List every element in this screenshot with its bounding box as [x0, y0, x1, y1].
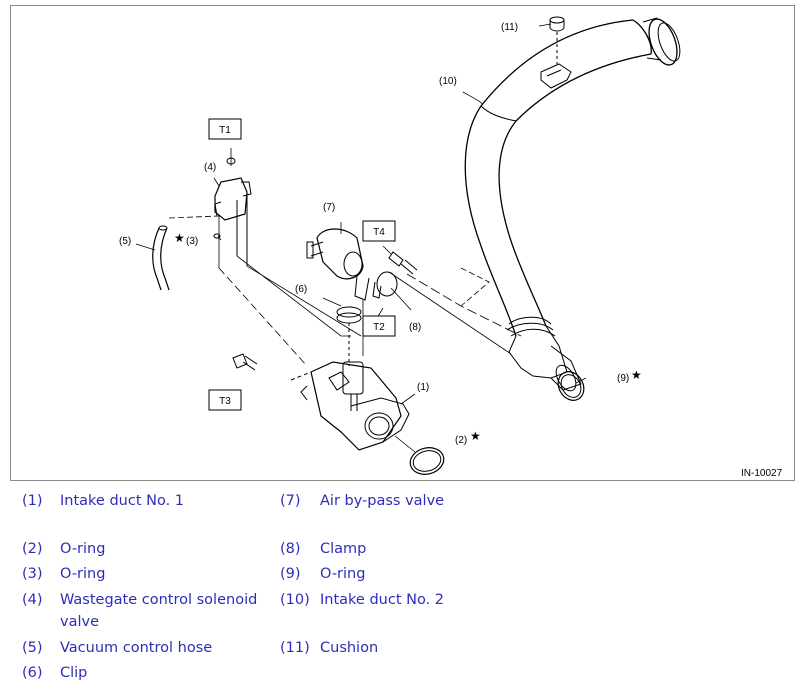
callout-4: (4): [204, 162, 216, 173]
torque-label-t3: T3: [208, 389, 242, 411]
diagram-art: T1 T4 T2 T3 (11) (10) (4) (5) ★ (3) (7) …: [119, 16, 783, 479]
svg-text:T1: T1: [219, 125, 231, 136]
torque-label-t1: T1: [208, 118, 242, 140]
legend-num: (6): [22, 665, 43, 681]
legend-name: Clamp: [320, 541, 367, 557]
svg-text:T3: T3: [219, 396, 231, 407]
legend-num: (11): [280, 640, 310, 656]
torque-label-t4: T4: [362, 220, 396, 242]
legend-num: (8): [280, 541, 301, 557]
legend-name: Intake duct No. 2: [320, 592, 445, 608]
air-bypass-valve: [306, 228, 370, 301]
legend-name: Vacuum control hose: [60, 640, 213, 656]
svg-text:T2: T2: [373, 322, 385, 333]
legend-num: (3): [22, 566, 43, 582]
callout-2: (2): [455, 435, 467, 446]
star-9: ★: [631, 368, 642, 382]
callout-8: (8): [409, 322, 421, 333]
callout-1: (1): [417, 382, 429, 393]
bolt-t4: [388, 251, 418, 275]
legend-name: O-ring: [320, 566, 366, 582]
legend-num: (1): [22, 493, 43, 509]
figure-code: IN-10027: [741, 468, 783, 479]
o-ring-2: [409, 447, 445, 475]
legend-name: O-ring: [60, 566, 106, 582]
legend-num: (2): [22, 541, 43, 557]
star-2: ★: [470, 429, 481, 443]
callout-6: (6): [295, 284, 307, 295]
callout-10: (10): [439, 76, 457, 87]
legend-name: O-ring: [60, 541, 106, 557]
callout-3: (3): [186, 236, 198, 247]
legend-num: (5): [22, 640, 43, 656]
callout-9: (9): [617, 373, 629, 384]
clip: [336, 306, 362, 366]
legend-name: Cushion: [320, 640, 379, 656]
svg-text:T4: T4: [373, 227, 385, 238]
parts-legend: (1) Intake duct No. 1 (2) O-ring (3) O-r…: [0, 484, 803, 690]
o-ring-3: [213, 233, 221, 239]
star-3: ★: [174, 231, 185, 245]
legend-name: Wastegate control solenoid valve: [60, 592, 258, 630]
callout-11: (11): [501, 22, 518, 33]
legend-name: Intake duct No. 1: [60, 493, 185, 509]
legend-num: (9): [280, 566, 301, 582]
leader-lines: [135, 23, 587, 453]
o-ring-9: [557, 371, 585, 401]
legend-num: (10): [280, 592, 310, 608]
legend-num: (7): [280, 493, 301, 509]
legend-name: Air by-pass valve: [320, 493, 445, 509]
intake-duct-no2: [464, 17, 681, 392]
parts-diagram: T1 T4 T2 T3 (11) (10) (4) (5) ★ (3) (7) …: [10, 5, 795, 481]
vacuum-control-hose: [152, 225, 170, 291]
legend-num: (4): [22, 592, 43, 608]
wastegate-solenoid-valve: [214, 157, 252, 266]
callout-7: (7): [323, 202, 335, 213]
intake-duct-no1: [290, 361, 410, 451]
cushion: [549, 16, 565, 64]
bolt-t3: [232, 353, 258, 371]
legend-name: Clip: [60, 665, 88, 681]
torque-label-t2: T2: [362, 315, 396, 337]
callout-5: (5): [119, 236, 131, 247]
clamp: [372, 271, 398, 299]
